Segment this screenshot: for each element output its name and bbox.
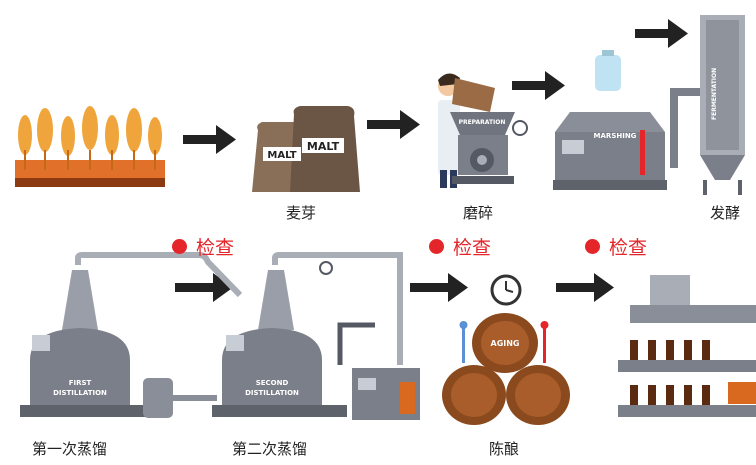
step-label-aging: 陈酿 xyxy=(489,440,520,458)
check-dot-icon xyxy=(172,239,187,254)
malt-bags: MALT MALT xyxy=(252,106,360,192)
check-badge-3: 检查 xyxy=(585,233,647,260)
bottles-icon xyxy=(618,275,756,417)
still-2-text-2: DISTILLATION xyxy=(245,389,299,397)
malt-label-2-text: MALT xyxy=(307,140,340,153)
arrow-right-icon xyxy=(175,273,233,302)
step-label-second-distillation: 第二次蒸馏 xyxy=(232,440,308,458)
fermenter-text: FERMENTATION xyxy=(711,68,718,120)
arrow-right-icon xyxy=(556,273,614,302)
still-1-text: FIRST xyxy=(69,379,92,387)
clock-icon xyxy=(490,274,522,306)
malt-label-2 xyxy=(302,138,344,153)
check-dot-icon xyxy=(429,239,444,254)
check-text: 检查 xyxy=(609,237,648,259)
thermometer-icon xyxy=(459,321,549,363)
arrow-right-icon xyxy=(367,110,420,139)
malt-label-1-text: MALT xyxy=(267,150,296,161)
arrow-right-icon xyxy=(635,19,688,48)
mill-text: PREPARATION xyxy=(459,119,506,126)
check-badge-2: 检查 xyxy=(429,233,491,260)
second-still: SECOND DISTILLATION xyxy=(212,252,420,420)
still-2-text: SECOND xyxy=(256,379,289,387)
check-text: 检查 xyxy=(453,237,492,259)
arrow-right-icon xyxy=(512,71,565,100)
check-text: 检查 xyxy=(196,237,235,259)
step-label-fermentation: 发酵 xyxy=(710,204,741,222)
fermenter: FERMENTATION xyxy=(670,15,745,195)
mash-tun: MARSHING xyxy=(553,50,667,190)
wheat-icon xyxy=(15,106,165,187)
step-label-milling: 磨碎 xyxy=(463,204,494,222)
aging-barrels: AGING xyxy=(442,313,570,425)
step-label-first-distillation: 第一次蒸馏 xyxy=(32,440,108,458)
step-label-malt: 麦芽 xyxy=(286,204,317,222)
water-jug-icon xyxy=(595,55,621,91)
check-dot-icon xyxy=(585,239,600,254)
mill-machine: PREPARATION xyxy=(438,73,528,188)
arrow-right-icon xyxy=(183,125,236,154)
malt-label-1 xyxy=(263,147,301,161)
arrow-right-icon xyxy=(410,273,468,302)
mash-text: MARSHING xyxy=(594,132,637,140)
barrel-text: AGING xyxy=(491,339,520,348)
check-badge-1: 检查 xyxy=(172,233,234,260)
still-1-text-2: DISTILLATION xyxy=(53,389,107,397)
first-still: FIRST DISTILLATION xyxy=(20,252,243,418)
